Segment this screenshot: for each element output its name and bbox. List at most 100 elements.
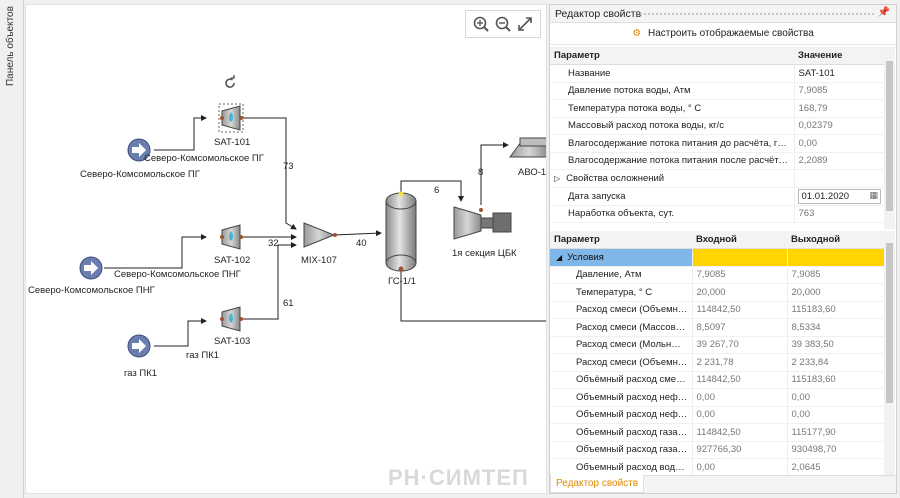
properties-scrollbar[interactable] (884, 47, 895, 229)
input-value: 114842,50 (691, 371, 787, 389)
zoom-out-icon[interactable] (494, 15, 512, 33)
param-name: Расход смеси (Мольный… (550, 336, 692, 354)
group-cell-in (691, 248, 787, 267)
calendar-icon[interactable]: ▦ (869, 189, 878, 200)
property-editor-panel: Редактор свойств 📌 ⚙ Настроить отображае… (549, 4, 897, 494)
input-value: 114842,50 (691, 301, 787, 319)
configure-properties-button[interactable]: ⚙ Настроить отображаемые свойства (550, 23, 896, 45)
column-header-output[interactable]: Выходной (787, 231, 884, 249)
column-header-parameter[interactable]: Параметр (550, 47, 794, 65)
watermark: РН·СИМТЕП (388, 465, 529, 490)
panel-tabbar: Редактор свойств (550, 475, 896, 493)
output-value: 2 233,84 (786, 353, 884, 372)
property-name: Свойства осложнений (566, 172, 665, 184)
property-name: Наработка объекта, сут. (550, 205, 794, 223)
stream-label-src1: Северо-Комсомольское ПГ (144, 153, 264, 164)
conditions-group-row[interactable]: ◢Условия (550, 248, 884, 267)
scrollbar-thumb[interactable] (886, 243, 893, 403)
property-row[interactable]: Наработка объекта, сут.763 (550, 205, 884, 223)
property-group[interactable]: ▷ Свойства осложнений (550, 169, 794, 188)
param-name: Расход смеси (Объемны… (550, 353, 692, 372)
column-header-value[interactable]: Значение (794, 47, 884, 65)
flowsheet-canvas[interactable]: Северо-Комсомольское ПГ Северо-Комсомоль… (25, 4, 547, 494)
air-cooler-avo1[interactable] (509, 137, 547, 158)
saturator-sat103[interactable] (220, 306, 243, 332)
refresh-icon[interactable] (225, 75, 235, 88)
stream-40-label: 40 (356, 238, 367, 249)
output-value: 7,9085 (786, 266, 884, 284)
tab-property-editor[interactable]: Редактор свойств (550, 475, 645, 493)
separator-gs11[interactable] (385, 191, 417, 272)
expand-arrow-icon[interactable]: ▷ (554, 173, 561, 183)
property-value[interactable]: SAT-101 (793, 64, 884, 83)
compressor-cbk[interactable] (453, 206, 512, 240)
output-value: 2,0645 (786, 458, 884, 477)
conditions-table-wrap: Параметр Входной Выходной ◢Условия Давле… (550, 231, 884, 477)
zoom-toolbar (465, 10, 541, 38)
fit-screen-icon[interactable] (516, 15, 534, 33)
drag-grip[interactable] (640, 13, 874, 15)
stream-6-label: 6 (434, 185, 440, 196)
stream-73-label: 73 (283, 161, 294, 172)
input-value: 20,000 (691, 283, 787, 302)
saturator-sat101[interactable] (218, 103, 244, 133)
property-name: Температура потока воды, ° С (550, 99, 794, 118)
property-editor-title: Редактор свойств (555, 8, 642, 20)
param-name: Давление, Атм (550, 266, 692, 284)
input-value: 8,5097 (691, 318, 787, 337)
output-value: 0,00 (786, 388, 884, 407)
zoom-in-icon[interactable] (472, 15, 490, 33)
scrollbar-thumb[interactable] (886, 61, 893, 211)
compressor-label: 1я секция ЦБК (452, 248, 517, 259)
param-name: Расход смеси (Массовы… (550, 318, 692, 337)
output-value: 115183,60 (786, 371, 884, 389)
column-header-parameter[interactable]: Параметр (550, 231, 692, 249)
object-panel-label[interactable]: Панель объектов (5, 6, 16, 86)
property-row[interactable]: Влагосодержание потока питания до расчёт… (550, 134, 884, 153)
source-icon[interactable] (79, 256, 103, 280)
stream-8-label: 8 (478, 167, 484, 178)
mixer-mix107[interactable] (303, 222, 337, 248)
output-value: 930498,70 (786, 441, 884, 459)
pin-icon[interactable]: 📌 (877, 7, 890, 18)
property-editor-titlebar: Редактор свойств 📌 (550, 5, 896, 23)
param-name: Объемный расход нефт… (550, 388, 692, 407)
conditions-group[interactable]: ◢Условия (550, 248, 692, 267)
output-value: 20,000 (786, 283, 884, 302)
conditions-scrollbar[interactable] (884, 231, 895, 475)
saturator-sat102[interactable] (220, 224, 243, 250)
sat103-label: SAT-103 (214, 336, 251, 347)
object-panel-strip[interactable]: Панель объектов (0, 0, 24, 498)
source-icon[interactable] (127, 138, 151, 162)
source-icon[interactable] (127, 334, 151, 358)
avo-label: АВО-1 (518, 167, 547, 178)
property-row[interactable]: Влагосодержание потока питания после рас… (550, 152, 884, 170)
column-header-input[interactable]: Входной (692, 231, 787, 249)
date-picker[interactable]: 01.01.2020▦ (793, 187, 884, 206)
input-value: 114842,50 (691, 423, 787, 442)
property-group-row[interactable]: ▷ Свойства осложнений (550, 169, 884, 188)
param-name: Объемный расход газа,… (550, 423, 692, 442)
collapse-arrow-icon[interactable]: ◢ (556, 252, 563, 262)
output-value: 8,5334 (786, 318, 884, 337)
sat102-label: SAT-102 (214, 255, 251, 266)
